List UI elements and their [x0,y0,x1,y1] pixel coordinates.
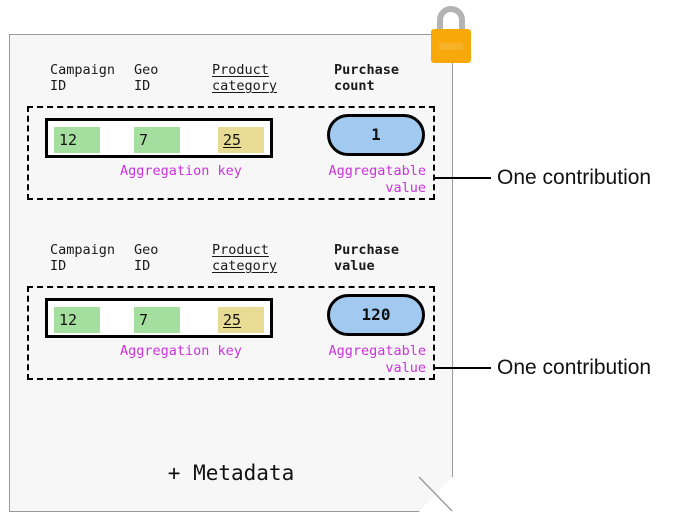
key-cell-product-category-value: 25 [223,131,242,149]
aggregatable-value-label: Aggregatable value [328,343,426,376]
key-cell-product-category-value: 25 [223,311,242,329]
key-cell-product-category: 25 [218,127,264,153]
key-cell-campaign-id: 12 [54,307,100,333]
contribution-block-2: Campaign ID Geo ID Product category Purc… [0,242,444,380]
aggregatable-report-card [9,34,453,512]
header-product-category: Product category [212,62,278,94]
callout-leader-line-2 [434,367,491,369]
column-headers: Campaign ID Geo ID Product category Purc… [44,242,444,286]
callout-label-2: One contribution [497,356,652,379]
aggregatable-value-label: Aggregatable value [328,163,426,196]
header-geo-id: Geo ID [134,242,159,274]
aggregatable-value-oval: 120 [327,294,425,336]
header-campaign-id: Campaign ID [50,242,116,274]
header-product-category: Product category [212,242,278,274]
header-measure: Purchase count [334,62,400,94]
key-cell-campaign-id: 12 [54,127,100,153]
aggregation-key-box: 12 7 25 [45,298,273,338]
callout-leader-line-1 [434,177,491,179]
callout-label-1: One contribution [497,166,652,189]
contribution-block-1: Campaign ID Geo ID Product category Purc… [0,62,444,200]
contribution-outline [27,286,435,380]
header-measure: Purchase value [334,242,400,274]
aggregation-key-box: 12 7 25 [45,118,273,158]
header-geo-id: Geo ID [134,62,159,94]
aggregation-key-label: Aggregation key [120,163,242,179]
lock-icon [431,6,471,63]
contribution-outline [27,106,435,200]
key-cell-geo-id: 7 [134,307,180,333]
column-headers: Campaign ID Geo ID Product category Purc… [44,62,444,106]
header-campaign-id: Campaign ID [50,62,116,94]
aggregation-key-label: Aggregation key [120,343,242,359]
aggregatable-value-oval: 1 [327,114,425,156]
key-cell-geo-id: 7 [134,127,180,153]
key-cell-product-category: 25 [218,307,264,333]
metadata-label: + Metadata [167,461,295,485]
